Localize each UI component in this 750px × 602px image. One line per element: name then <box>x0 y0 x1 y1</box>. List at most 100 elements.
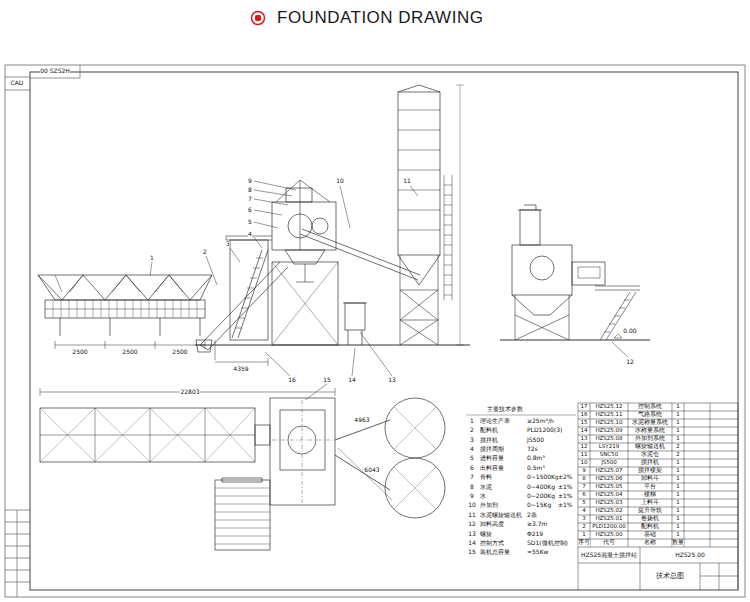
page-title: FOUNDATION DRAWING <box>277 9 483 27</box>
callout-number: 5 <box>248 219 252 225</box>
parts-cell: 2 <box>676 452 680 458</box>
parts-cell: 搅拌楼架 <box>638 468 662 474</box>
dimension: 2500 <box>72 349 87 355</box>
table-cell: 外加剂 <box>480 502 498 508</box>
parts-cell: 1 <box>676 516 680 522</box>
parts-cell: 7 <box>582 484 586 490</box>
parts-cell: PLD1200.00 <box>592 524 625 530</box>
parts-header: 序号 <box>578 540 590 546</box>
table-title: 主要技术参数 <box>487 406 523 412</box>
table-cell: 水泥 <box>480 484 492 490</box>
table-cell: 骨料 <box>480 474 492 480</box>
callout-number: 3 <box>226 241 230 247</box>
parts-cell: 控制系统 <box>638 404 662 410</box>
table-cell: 螺旋 <box>480 531 492 537</box>
table-cell: 72s <box>527 446 538 452</box>
parts-cell: 1 <box>676 428 680 434</box>
parts-cell: LSY219 <box>599 444 619 450</box>
parts-cell: 6 <box>582 492 586 498</box>
parts-cell: 1 <box>676 476 680 482</box>
parts-cell: HZS25.09 <box>595 428 622 434</box>
dimension: 2500 <box>172 349 187 355</box>
parts-cell: 1 <box>676 468 680 474</box>
parts-cell: 上料斗 <box>641 500 659 506</box>
table-cell: 3 <box>470 437 474 443</box>
parts-cell: 1 <box>676 460 680 466</box>
parts-cell: 卷扬机 <box>641 516 659 522</box>
parts-cell: 搅拌机 <box>641 460 659 466</box>
title-block-text: HZS25.00 <box>675 552 705 558</box>
parts-cell: 10 <box>581 460 588 466</box>
table-cell: 10 <box>468 502 476 508</box>
callout-number: 7 <box>248 196 252 202</box>
table-cell: 2 <box>470 427 474 433</box>
callout-number: 4 <box>248 231 252 237</box>
table-cell: 5 <box>470 455 474 461</box>
dimension: 2500 <box>122 349 137 355</box>
parts-cell: 1 <box>676 492 680 498</box>
callout-number: 8 <box>248 187 252 193</box>
parts-cell: 2 <box>676 444 680 450</box>
parts-cell: 卸料斗 <box>641 476 659 482</box>
parts-cell: HZS25.02 <box>595 508 622 514</box>
parts-cell: 15 <box>581 420 588 426</box>
callout-number: 13 <box>388 377 396 383</box>
table-cell: 13 <box>468 531 476 537</box>
parts-cell: 1 <box>676 508 680 514</box>
table-cell: 11 <box>468 512 476 518</box>
table-cell: 搅拌周期 <box>480 446 504 452</box>
parts-cell: 水泥称量系统 <box>632 420 668 426</box>
callout-number: 2 <box>203 249 207 255</box>
parts-cell: 基础 <box>644 532 656 538</box>
table-cell: ≥25m³/h <box>527 418 554 424</box>
table-cell: 4 <box>470 446 474 452</box>
callout-number: 12 <box>626 359 634 365</box>
parts-cell: HZS25.12 <box>595 404 622 410</box>
dimension: 4963 <box>354 417 369 423</box>
table-cell: 水泥螺旋输送机 <box>480 512 522 518</box>
table-cell: 9 <box>470 493 474 499</box>
table-cell: ±1% <box>558 484 573 490</box>
table-cell: 搅拌机 <box>480 437 498 443</box>
table-cell: 0.8m³ <box>527 455 545 461</box>
parts-cell: 16 <box>581 412 588 418</box>
parts-cell: 2 <box>582 524 586 530</box>
table-cell: 理论生产率 <box>480 418 510 424</box>
table-cell: ±1% <box>558 493 573 499</box>
parts-header: 数量 <box>672 540 684 546</box>
parts-cell: 水泥仓 <box>641 452 659 458</box>
table-cell: 0.5m³ <box>527 465 545 471</box>
parts-cell: 气路系统 <box>638 412 662 418</box>
parts-cell: 1 <box>676 500 680 506</box>
callout-number: 10 <box>336 178 344 184</box>
parts-header: 代号 <box>603 540 615 546</box>
parts-cell: 1 <box>676 420 680 426</box>
drawing-code: 00 SZS2H <box>40 68 70 74</box>
parts-cell: HZS25.00 <box>595 532 622 538</box>
parts-cell: 17 <box>581 404 588 410</box>
dimension: 6043 <box>364 467 379 473</box>
parts-cell: JS500 <box>601 460 617 466</box>
table-cell: 装机总容量 <box>480 549 510 555</box>
table-cell: 1 <box>470 418 474 424</box>
table-cell: 配料机 <box>480 427 498 433</box>
parts-cell: 1 <box>676 524 680 530</box>
parts-cell: HZS25.06 <box>595 476 622 482</box>
parts-cell: HZS25.05 <box>595 484 622 490</box>
parts-cell: HZS25.11 <box>595 412 622 418</box>
callout-number: 6 <box>248 207 252 213</box>
title-block-text: 技术总图 <box>656 573 684 580</box>
parts-cell: 配料机 <box>641 524 659 530</box>
table-cell: 卸料高度 <box>480 521 504 527</box>
callout-number: 14 <box>348 377 356 383</box>
parts-cell: 5 <box>582 500 586 506</box>
table-cell: ±1% <box>558 502 573 508</box>
parts-cell: HZS25.01 <box>595 516 622 522</box>
parts-cell: 14 <box>581 428 588 434</box>
table-cell: 水 <box>480 493 486 499</box>
table-cell: 8 <box>470 484 474 490</box>
table-cell: PLD1200(3) <box>527 427 562 433</box>
table-cell: 2条 <box>527 512 537 518</box>
parts-cell: 平台 <box>644 484 656 490</box>
table-cell: 0~200Kg <box>527 493 555 499</box>
